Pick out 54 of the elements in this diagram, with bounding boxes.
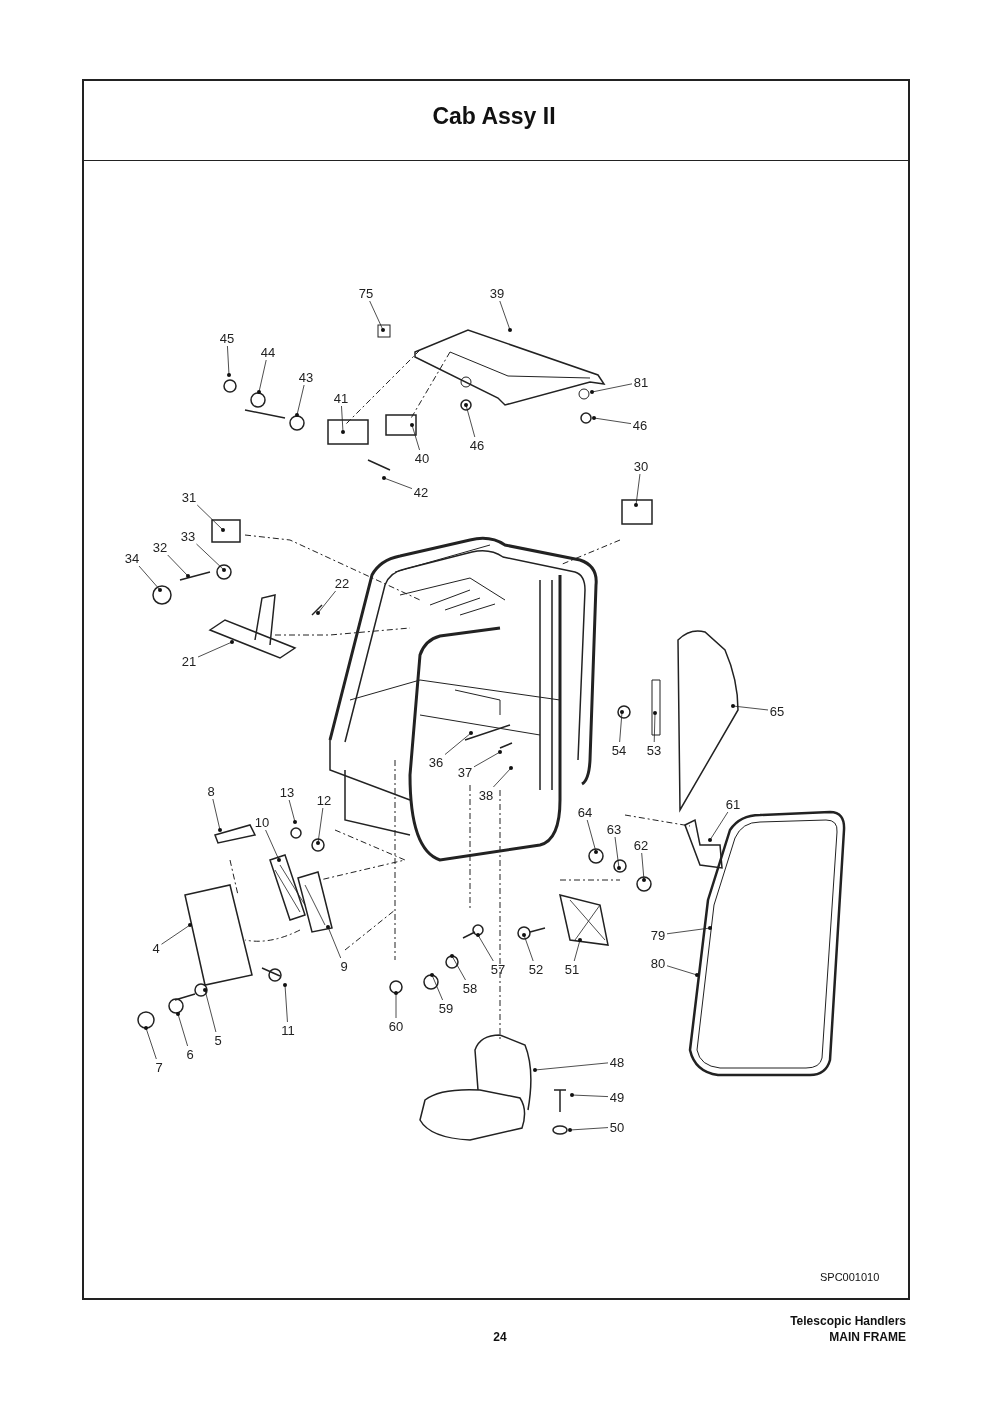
callout-number: 41: [333, 391, 349, 405]
callout-number: 61: [725, 797, 741, 811]
callout-number: 33: [180, 529, 196, 543]
callout-number: 39: [489, 286, 505, 300]
callout-number: 38: [478, 788, 494, 802]
callout-number: 57: [490, 962, 506, 976]
callout-number: 8: [206, 784, 216, 798]
page-number: 24: [492, 1330, 508, 1344]
callout-number: 80: [650, 956, 666, 970]
callout-number: 51: [564, 962, 580, 976]
callout-number: 30: [633, 459, 649, 473]
callout-number: 5: [213, 1033, 223, 1047]
callout-number: 54: [611, 743, 627, 757]
diagram-title: Cab Assy II: [431, 103, 557, 130]
callout-number: 65: [769, 704, 785, 718]
callout-number: 75: [358, 286, 374, 300]
callout-number: 59: [438, 1001, 454, 1015]
footer-text: MAIN FRAME: [829, 1330, 906, 1344]
callout-number: 58: [462, 981, 478, 995]
callout-number: 53: [646, 743, 662, 757]
callout-number: 43: [298, 370, 314, 384]
callout-number: 13: [279, 785, 295, 799]
callout-number: 34: [124, 551, 140, 565]
callout-number: 79: [650, 928, 666, 942]
callout-number: 36: [428, 755, 444, 769]
callout-number: 11: [280, 1023, 296, 1037]
callout-number: 50: [609, 1120, 625, 1134]
callout-number: 10: [254, 815, 270, 829]
callout-number: 49: [609, 1090, 625, 1104]
callout-number: 60: [388, 1019, 404, 1033]
callout-number: 31: [181, 490, 197, 504]
callout-number: 46: [632, 418, 648, 432]
callout-number: 6: [185, 1047, 195, 1061]
callout-number: 45: [219, 331, 235, 345]
drawing-number: SPC001010: [820, 1270, 880, 1284]
callout-number: 52: [528, 962, 544, 976]
callout-number: 4: [151, 941, 161, 955]
callout-number: 21: [181, 654, 197, 668]
callout-number: 63: [606, 822, 622, 836]
callout-number: 32: [152, 540, 168, 554]
callout-number: 42: [413, 485, 429, 499]
callout-number: 40: [414, 451, 430, 465]
callout-number: 12: [316, 793, 332, 807]
callout-number: 22: [334, 576, 350, 590]
callout-number: 46: [469, 438, 485, 452]
callout-number: 81: [633, 375, 649, 389]
callout-number: 44: [260, 345, 276, 359]
callout-number: 37: [457, 765, 473, 779]
callout-number: 48: [609, 1055, 625, 1069]
callout-number: 64: [577, 805, 593, 819]
footer-text: Telescopic Handlers: [790, 1314, 906, 1328]
callout-number: 62: [633, 838, 649, 852]
callout-number: 9: [339, 959, 349, 973]
callout-number: 7: [154, 1060, 164, 1074]
